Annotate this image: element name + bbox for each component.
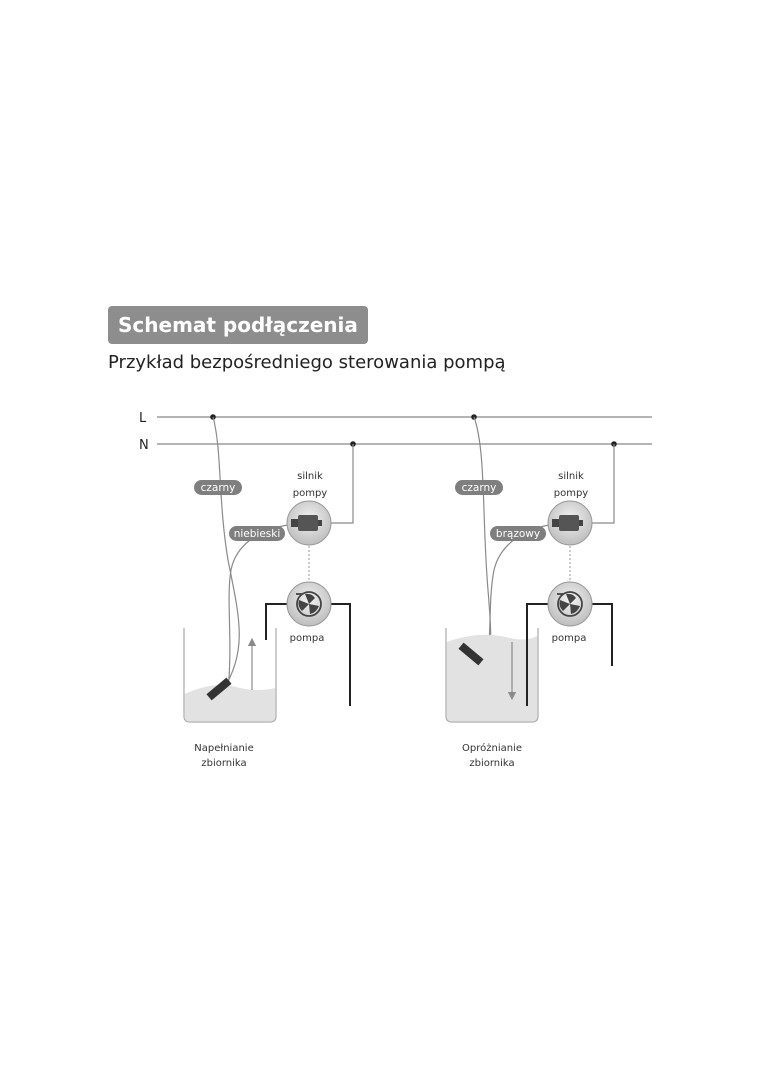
neutral-wire [330, 444, 354, 524]
caption-line1: Opróżnianie [462, 742, 522, 754]
section-heading: Schemat podłączenia [108, 306, 368, 344]
wire-tag-brown-label: brązowy [496, 528, 540, 540]
motor-label-line2: pompy [293, 488, 328, 499]
page-subtitle: Przykład bezpośredniego sterowania pompą [108, 352, 506, 373]
wire-tag-black [455, 480, 503, 495]
caption-line2: zbiornika [201, 758, 246, 769]
pump-fan-icon [296, 591, 322, 617]
wire-tag-black [194, 480, 242, 495]
wire-tag-brown [490, 526, 546, 541]
left-circuit: silnik pompy pompa czarny niebieski Nape… [183, 414, 356, 769]
wire-tag-black-label: czarny [201, 482, 236, 494]
pump-label: pompa [552, 633, 587, 644]
float-switch-icon [206, 677, 232, 701]
wire-tag-blue [229, 526, 285, 541]
pump-label: pompa [290, 633, 325, 644]
wire-tag-black-label: czarny [462, 482, 497, 494]
black-wire [473, 416, 492, 663]
neutral-wire [591, 444, 615, 524]
caption-line1: Napełnianie [194, 743, 253, 754]
rail-label-l: L [139, 411, 147, 426]
motor-label-line2: pompy [554, 488, 589, 499]
right-circuit: silnik pompy pompa czarny brązowy Opróżn… [445, 414, 617, 769]
pump-fan-icon [557, 591, 583, 617]
float-switch-icon [458, 642, 484, 666]
rail-label-n: N [139, 438, 149, 453]
motor-icon [291, 515, 322, 531]
black-wire [212, 416, 240, 693]
tank [183, 628, 277, 723]
tank-water [184, 685, 276, 722]
motor-label-line1: silnik [558, 471, 584, 482]
caption-line2: zbiornika [469, 758, 514, 769]
page-title: Schemat podłączenia [118, 313, 358, 337]
tank [445, 628, 539, 723]
motor-label-line1: silnik [297, 471, 323, 482]
wire-tag-blue-label: niebieski [234, 528, 281, 540]
motor-icon [552, 515, 583, 531]
